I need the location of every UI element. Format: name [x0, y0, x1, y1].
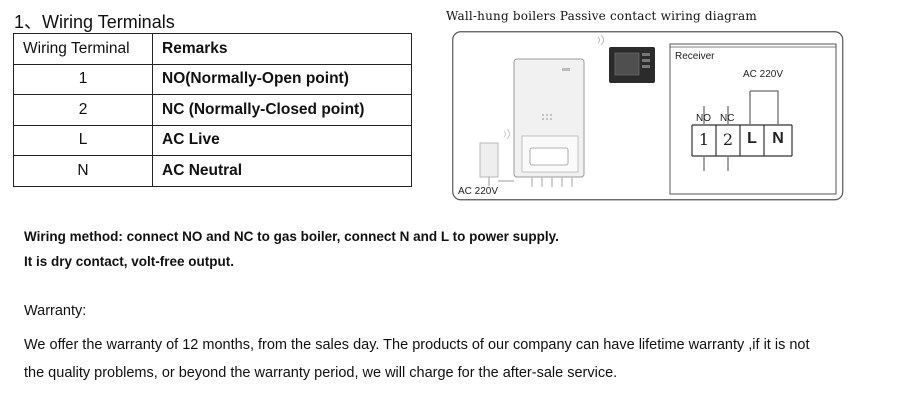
signal-waves-icon — [597, 34, 604, 46]
terminal-cell: N — [13, 155, 153, 187]
wiring-method-line: Wiring method: connect NO and NC to gas … — [24, 229, 559, 244]
warranty-line-2: the quality problems, or beyond the warr… — [24, 365, 618, 381]
boiler-icon — [513, 58, 585, 187]
warranty-heading: Warranty: — [24, 303, 87, 319]
terminal-2: 2 — [722, 130, 734, 149]
wiring-diagram: Receiver AC 220V NO NC 1 2 L N AC 220V — [452, 31, 844, 201]
table-header-row: Wiring Terminal Remarks — [13, 33, 412, 65]
receiver-signal-icon — [503, 128, 510, 140]
wiring-terminals-table: Wiring Terminal Remarks 1 NO(Normally-Op… — [13, 33, 412, 187]
terminal-cell: 2 — [13, 94, 153, 126]
nc-label: NC — [720, 113, 735, 124]
remark-cell: AC Live — [152, 124, 412, 156]
header-wiring-terminal: Wiring Terminal — [13, 33, 153, 65]
diagram-frame — [452, 31, 844, 201]
terminal-cell: 1 — [13, 63, 153, 95]
terminal-block — [691, 124, 793, 157]
diagram-title: Wall-hung boilers Passive contact wiring… — [446, 9, 757, 23]
warranty-line-1: We offer the warranty of 12 months, from… — [24, 337, 810, 353]
terminal-1: 1 — [698, 130, 710, 149]
table-row: N AC Neutral — [13, 155, 412, 187]
table-row: 2 NC (Normally-Closed point) — [13, 94, 412, 126]
header-remarks: Remarks — [152, 33, 412, 65]
receiver-unit-icon — [479, 142, 514, 186]
no-label: NO — [696, 113, 711, 124]
remark-cell: NC (Normally-Closed point) — [152, 94, 412, 126]
terminal-n: N — [772, 130, 784, 147]
terminal-cell: L — [13, 124, 153, 156]
warranty-text: We offer the warranty of 12 months, from… — [24, 331, 909, 387]
section-title: 1、Wiring Terminals — [14, 12, 175, 32]
remark-cell: NO(Normally-Open point) — [152, 63, 412, 95]
table-row: L AC Live — [13, 124, 412, 156]
wiring-method-notes: Wiring method: connect NO and NC to gas … — [24, 224, 559, 274]
receiver-schematic-box — [669, 43, 837, 195]
wiring-diagram-graphic — [452, 31, 844, 201]
thermostat-icon — [609, 47, 655, 83]
ac-220v-label-top: AC 220V — [743, 69, 784, 80]
dry-contact-line: It is dry contact, volt-free output. — [24, 254, 235, 269]
remark-cell: AC Neutral — [152, 155, 412, 187]
receiver-label: Receiver — [675, 51, 715, 62]
ac-220v-label-bottom: AC 220V — [458, 186, 499, 197]
receiver-wiring — [703, 90, 779, 171]
terminal-l: L — [747, 130, 757, 147]
table-row: 1 NO(Normally-Open point) — [13, 63, 412, 95]
